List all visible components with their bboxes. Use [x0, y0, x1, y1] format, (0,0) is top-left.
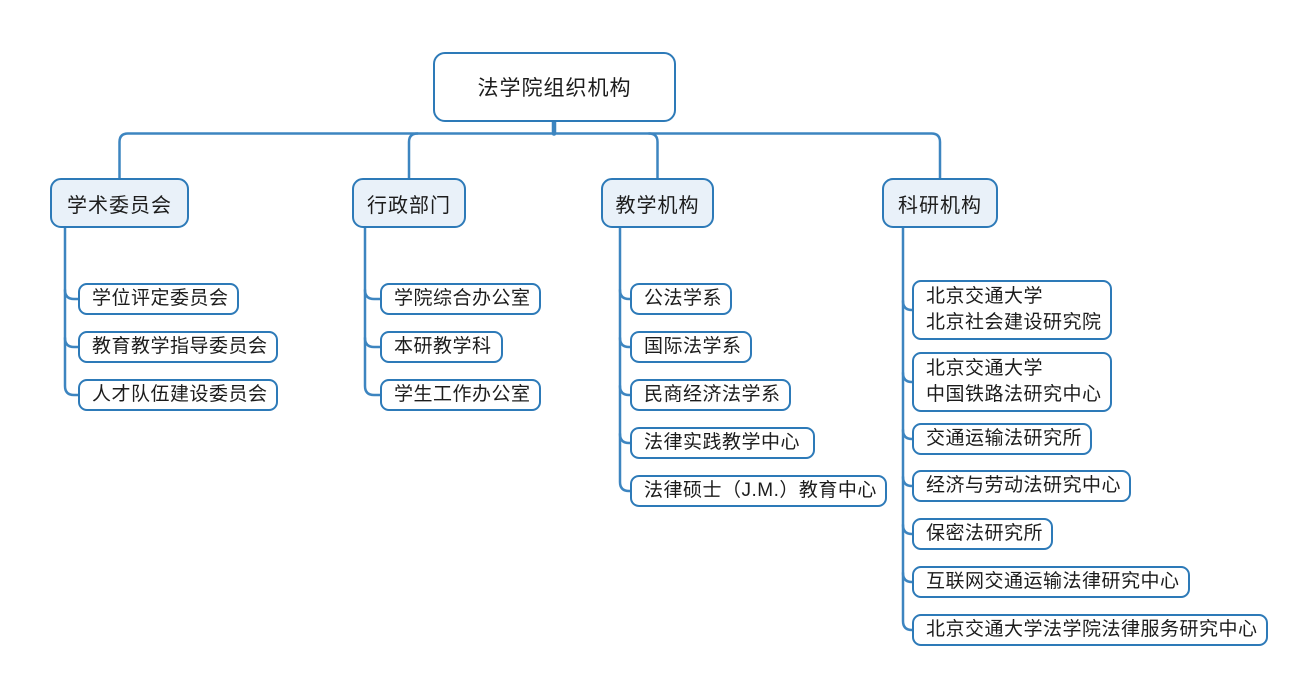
- col4-branch5-connector: [901, 523, 914, 536]
- leaf-node: 学院综合办公室: [380, 283, 541, 315]
- col4-branch3-connector: [901, 428, 914, 441]
- leaf-node: 学生工作办公室: [380, 379, 541, 411]
- branch-node-teaching: 教学机构: [601, 178, 714, 228]
- branch-node-administrative: 行政部门: [352, 178, 466, 228]
- branch3-drop-connector: [647, 132, 659, 180]
- leaf-node: 北京交通大学法学院法律服务研究中心: [912, 614, 1268, 646]
- leaf-node: 法律硕士（J.M.）教育中心: [630, 475, 887, 507]
- leaf-node: 本研教学科: [380, 331, 503, 363]
- col2-spine-connector: [363, 226, 382, 397]
- col4-branch6-connector: [901, 571, 914, 584]
- branch-node-research: 科研机构: [882, 178, 998, 228]
- col3-branch4-connector: [618, 432, 632, 445]
- col3-branch3-connector: [618, 384, 632, 397]
- leaf-node: 交通运输法研究所: [912, 423, 1093, 455]
- root-node: 法学院组织机构: [433, 52, 676, 122]
- col2-branch2-connector: [363, 336, 382, 349]
- leaf-node: 北京交通大学 北京社会建设研究院: [912, 280, 1112, 340]
- col1-spine-connector: [63, 226, 80, 397]
- leaf-node: 经济与劳动法研究中心: [912, 470, 1132, 502]
- leaf-node: 法律实践教学中心: [630, 427, 815, 459]
- leaf-node: 人才队伍建设委员会: [78, 379, 278, 411]
- leaf-node: 学位评定委员会: [78, 283, 239, 315]
- col3-spine-connector: [618, 226, 632, 493]
- leaf-node: 教育教学指导委员会: [78, 331, 278, 363]
- col4-branch2-connector: [901, 371, 914, 384]
- col4-branch1-connector: [901, 299, 914, 312]
- leaf-node: 北京交通大学 中国铁路法研究中心: [912, 352, 1112, 412]
- col1-branch2-connector: [63, 336, 80, 349]
- col4-branch4-connector: [901, 475, 914, 488]
- top-rail-connector: [118, 132, 942, 180]
- col3-branch2-connector: [618, 336, 632, 349]
- leaf-node: 互联网交通运输法律研究中心: [912, 566, 1190, 598]
- col4-spine-connector: [901, 226, 914, 632]
- leaf-node: 保密法研究所: [912, 518, 1054, 550]
- col2-branch1-connector: [363, 288, 382, 301]
- col1-branch1-connector: [63, 288, 80, 301]
- leaf-node: 公法学系: [630, 283, 733, 315]
- leaf-node: 民商经济法学系: [630, 379, 791, 411]
- leaf-node: 国际法学系: [630, 331, 752, 363]
- branch-node-academic-committee: 学术委员会: [50, 178, 189, 228]
- col3-branch1-connector: [618, 288, 632, 301]
- branch2-drop-connector: [407, 132, 419, 180]
